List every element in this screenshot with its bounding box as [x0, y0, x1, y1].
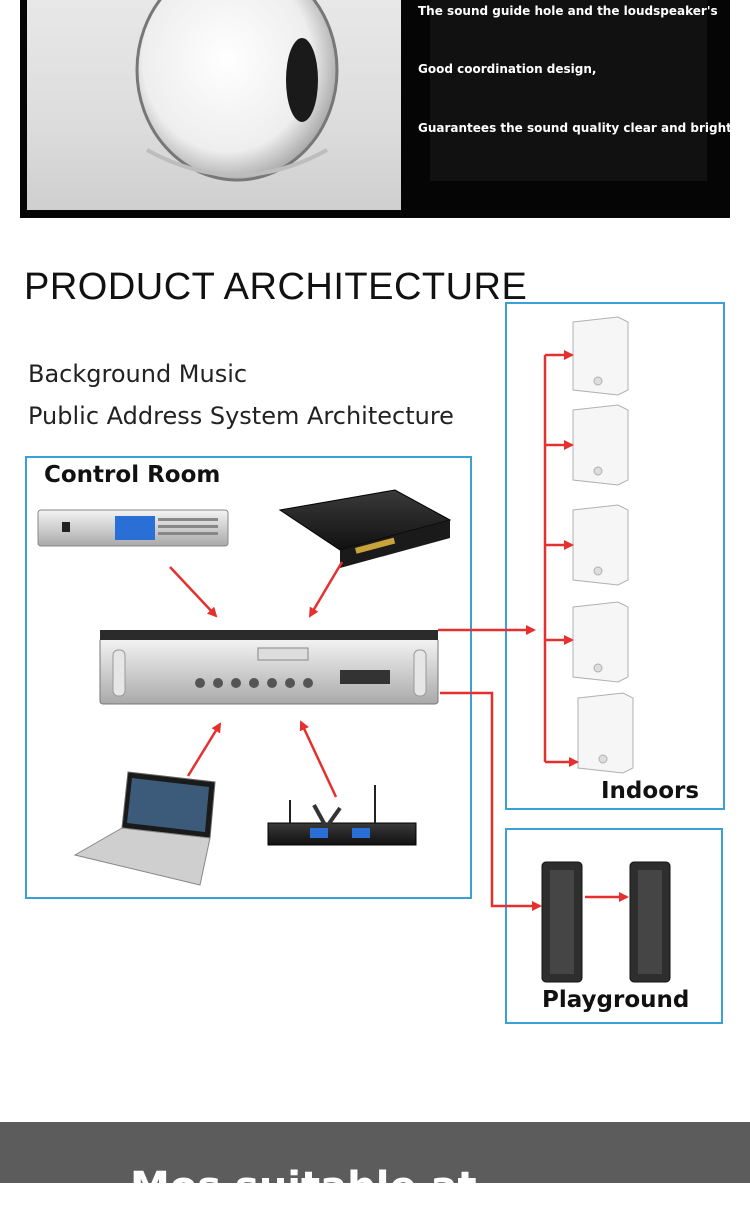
signal-arrows: [169, 350, 629, 911]
banner-text-panel: [430, 0, 707, 181]
speaker-hole-photo: [27, 0, 401, 210]
indoor-speaker-3: [572, 504, 629, 586]
indoors-box: [505, 302, 725, 810]
indoor-speaker-4: [572, 601, 629, 683]
section-heading: PRODUCT ARCHITECTURE: [24, 266, 528, 308]
dvd-player-device: [278, 489, 452, 568]
amplifier-device: [99, 630, 439, 705]
speaker-hole-illustration: [135, 0, 339, 182]
subtitle-pa-architecture: Public Address System Architecture: [28, 402, 454, 430]
column-speaker-2: [629, 861, 671, 983]
control-room-box: [25, 456, 472, 899]
footer-heading: Mos suitable at: [130, 1164, 477, 1210]
indoors-label: Indoors: [601, 778, 700, 804]
laptop-device: [73, 771, 216, 886]
playground-box: [505, 828, 723, 1024]
playground-speakers: [541, 861, 671, 983]
indoor-speaker-1: [572, 316, 629, 396]
subtitle-background-music: Background Music: [28, 360, 248, 388]
wireless-mic-device: [267, 785, 417, 846]
indoor-speakers: [572, 316, 634, 774]
indoor-speaker-2: [572, 404, 629, 486]
playground-label: Playground: [542, 987, 690, 1013]
footer-bar: [0, 1122, 750, 1183]
control-room-label: Control Room: [44, 462, 221, 488]
banner-line-3: Guarantees the sound quality clear and b…: [418, 121, 732, 135]
banner-line-1: The sound guide hole and the loudspeaker…: [418, 4, 718, 18]
media-player-device: [37, 509, 229, 547]
architecture-diagram: [37, 316, 671, 983]
column-speaker-1: [541, 861, 583, 983]
banner-line-2: Good coordination design,: [418, 62, 597, 76]
indoor-speaker-5: [577, 692, 634, 774]
